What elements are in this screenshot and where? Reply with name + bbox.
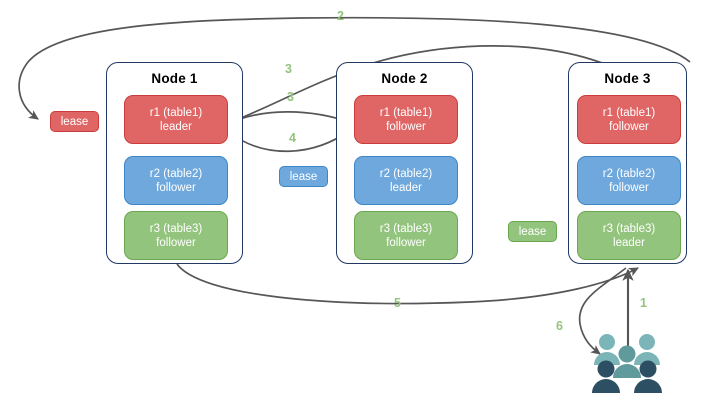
replica-role: leader	[160, 120, 192, 133]
arrow-step-6	[578, 267, 627, 355]
node-title: Node 3	[604, 71, 651, 86]
replica-role: leader	[613, 236, 645, 249]
lease-badge-r1[interactable]: lease	[50, 111, 99, 132]
replica-node1-r2[interactable]: r2 (table2) follower	[124, 156, 228, 205]
replica-role: follower	[156, 236, 196, 249]
replica-node2-r2[interactable]: r2 (table2) leader	[354, 156, 458, 205]
replica-name: r2 (table2)	[149, 167, 203, 180]
replica-name: r2 (table2)	[602, 167, 656, 180]
replica-name: r1 (table1)	[149, 106, 203, 119]
step-label-4: 4	[289, 131, 296, 145]
step-label-1: 1	[640, 296, 647, 310]
node-box-node1: Node 1 r1 (table1) leader r2 (table2) fo…	[106, 62, 243, 264]
replica-name: r1 (table1)	[602, 106, 656, 119]
replica-name: r3 (table3)	[379, 222, 433, 235]
arrow-step-5	[176, 263, 639, 305]
node-box-node3: Node 3 r1 (table1) follower r2 (table2) …	[568, 62, 687, 264]
users-icon	[592, 332, 666, 399]
replica-node1-r1[interactable]: r1 (table1) leader	[124, 95, 228, 144]
step-label-5: 5	[394, 296, 401, 310]
replica-node1-r3[interactable]: r3 (table3) follower	[124, 211, 228, 260]
replica-node2-r3[interactable]: r3 (table3) follower	[354, 211, 458, 260]
replica-name: r1 (table1)	[379, 106, 433, 119]
node-box-node2: Node 2 r1 (table1) follower r2 (table2) …	[336, 62, 473, 264]
lease-badge-r2[interactable]: lease	[279, 166, 328, 187]
step-label-2: 2	[337, 9, 344, 23]
replica-name: r3 (table3)	[602, 222, 656, 235]
replica-node3-r2[interactable]: r2 (table2) follower	[577, 156, 681, 205]
step-label-3a: 3	[285, 62, 292, 76]
replica-role: follower	[156, 181, 196, 194]
arrow-step-2	[18, 16, 691, 120]
replica-name: r3 (table3)	[149, 222, 203, 235]
replica-role: follower	[609, 120, 649, 133]
replica-role: follower	[386, 236, 426, 249]
node-title: Node 1	[151, 71, 198, 86]
replica-name: r2 (table2)	[379, 167, 433, 180]
replica-node3-r1[interactable]: r1 (table1) follower	[577, 95, 681, 144]
replica-role: follower	[386, 120, 426, 133]
replica-node3-r3[interactable]: r3 (table3) leader	[577, 211, 681, 260]
arrow-step-3-node1-to-node2	[226, 111, 353, 125]
step-label-3b: 3	[287, 90, 294, 104]
replica-role: leader	[390, 181, 422, 194]
replica-node2-r1[interactable]: r1 (table1) follower	[354, 95, 458, 144]
step-label-6: 6	[556, 319, 563, 333]
lease-badge-r3[interactable]: lease	[508, 221, 557, 242]
replica-role: follower	[609, 181, 649, 194]
node-title: Node 2	[381, 71, 428, 86]
